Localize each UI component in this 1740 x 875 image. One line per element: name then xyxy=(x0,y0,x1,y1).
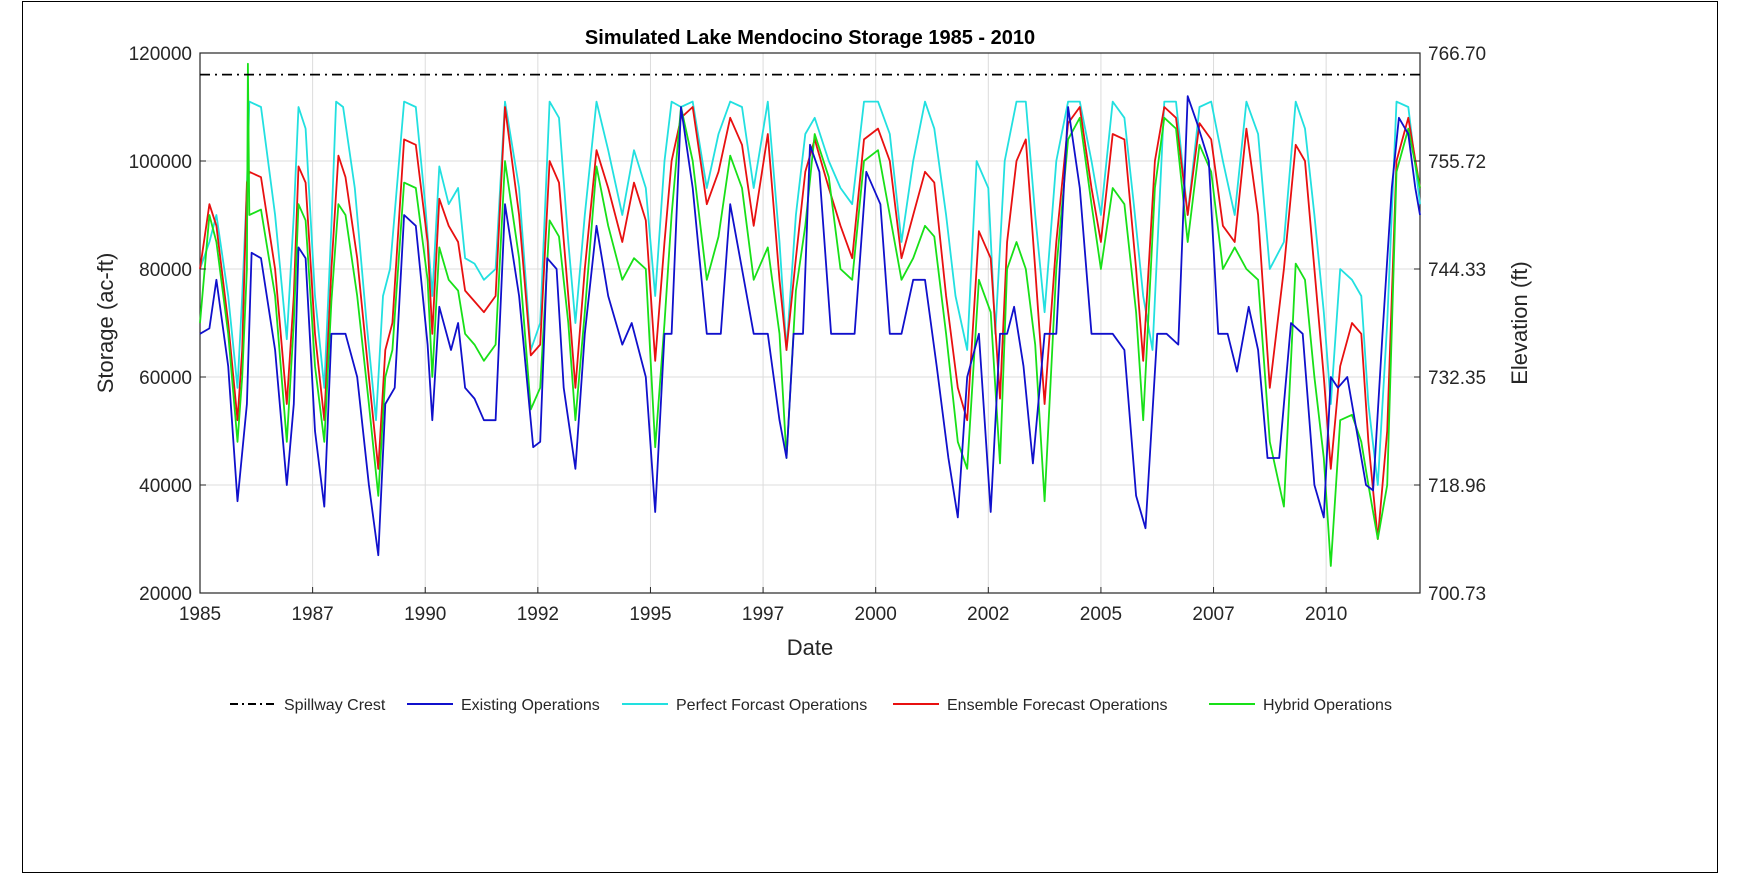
series-line-ensemble-forecast-operations xyxy=(199,106,1421,540)
x-tick-label: 2010 xyxy=(1305,604,1347,625)
chart-title: Simulated Lake Mendocino Storage 1985 - … xyxy=(585,27,1035,49)
y2-tick-label: 755.72 xyxy=(1428,152,1486,173)
x-tick-label: 2002 xyxy=(967,604,1009,625)
y2-tick-label: 766.70 xyxy=(1428,44,1486,65)
plot-area-border xyxy=(199,52,1421,594)
y-tick-label: 20000 xyxy=(139,584,192,605)
x-tick-label: 1990 xyxy=(404,604,446,625)
y-tick-label: 100000 xyxy=(129,152,192,173)
y-tick-label: 120000 xyxy=(129,44,192,65)
y-axis-label: Storage (ac-ft) xyxy=(93,253,118,394)
legend-label: Perfect Forcast Operations xyxy=(676,697,867,714)
x-tick-label: 1992 xyxy=(517,604,559,625)
figure-frame xyxy=(22,1,1718,873)
x-tick-label: 1987 xyxy=(291,604,333,625)
y2-tick-label: 744.33 xyxy=(1428,260,1486,281)
legend-label: Hybrid Operations xyxy=(1263,697,1392,714)
y2-tick-label: 718.96 xyxy=(1428,476,1486,497)
y-tick-label: 40000 xyxy=(139,476,192,497)
x-tick-label: 2005 xyxy=(1080,604,1122,625)
y2-tick-label: 700.73 xyxy=(1428,584,1486,605)
series-line-perfect-forcast-operations xyxy=(199,100,1421,486)
y2-tick-label: 732.35 xyxy=(1428,368,1486,389)
x-tick-label: 1997 xyxy=(742,604,784,625)
y2-axis-label: Elevation (ft) xyxy=(1507,261,1532,385)
x-tick-label: 2000 xyxy=(855,604,897,625)
tick-layer: 1985 1987 1990 1992 1995 1997 2000 2002 2005 2007… xyxy=(129,44,1487,625)
legend-label: Ensemble Forecast Operations xyxy=(947,697,1168,714)
x-tick-label: 2007 xyxy=(1192,604,1234,625)
legend: Spillway Crest Existing Operations Perfect… xyxy=(230,697,1392,714)
series-line-hybrid-operations xyxy=(199,62,1421,567)
series-layer xyxy=(199,62,1421,567)
x-axis-label: Date xyxy=(787,635,833,660)
legend-label: Spillway Crest xyxy=(284,697,386,714)
grid-layer xyxy=(200,53,1420,593)
x-tick-label: 1995 xyxy=(629,604,671,625)
y-tick-label: 80000 xyxy=(139,260,192,281)
series-line-existing-operations xyxy=(199,95,1421,557)
x-tick-label: 1985 xyxy=(179,604,221,625)
y-tick-label: 60000 xyxy=(139,368,192,389)
legend-label: Existing Operations xyxy=(461,697,600,714)
